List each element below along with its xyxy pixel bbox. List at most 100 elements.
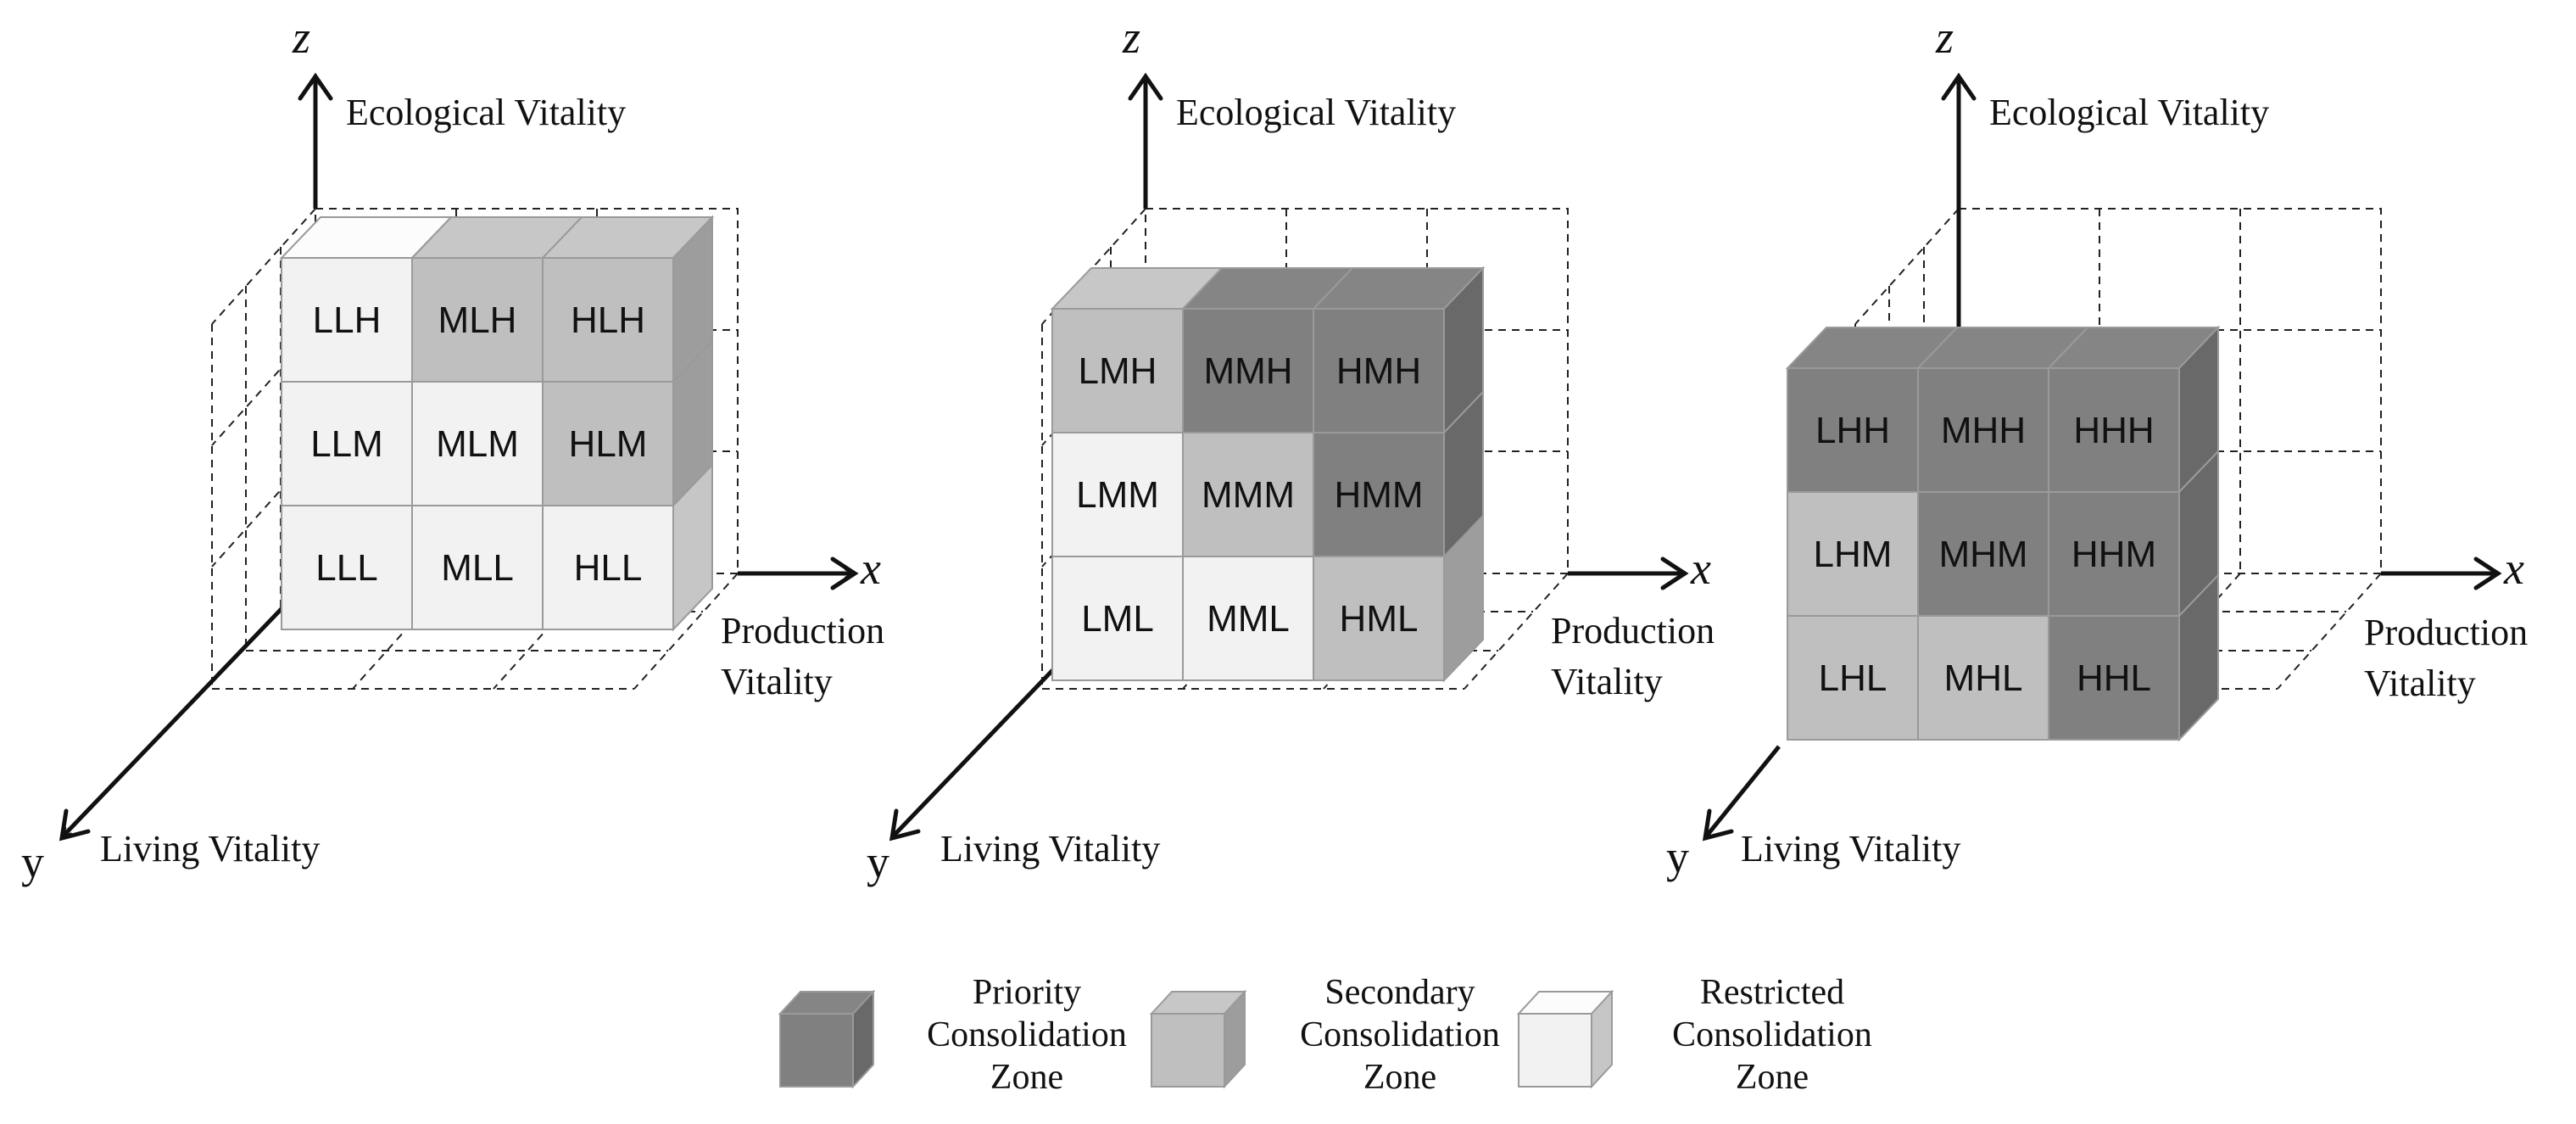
z-axis-letter: z (292, 12, 310, 63)
axes (1705, 78, 2495, 837)
cube-front-face (1051, 308, 1184, 433)
legend-swatch-priority (778, 989, 876, 1089)
cube-cell-label: MHL (1944, 657, 2023, 699)
z-axis-label: Ecological Vitality (346, 92, 626, 133)
x-axis-label-line1: Production (2364, 612, 2528, 653)
z-arrowhead (298, 72, 333, 101)
x-arrowhead (1660, 556, 1689, 590)
x-axis-label-line2: Vitality (721, 661, 833, 702)
cube-front-face (1182, 432, 1314, 557)
cube-front-face (1313, 432, 1445, 557)
x-axis-letter: x (2503, 543, 2524, 594)
legend-item-secondary: Secondary Consolidation Zone (1149, 973, 1500, 1097)
x-axis-label-line1: Production (1551, 610, 1715, 651)
cube-front-face (1787, 615, 1919, 741)
swatch-front-face (779, 1013, 854, 1088)
legend: Priority Consolidation Zone Secondary Co… (778, 973, 1872, 1097)
x-axis-letter: x (860, 543, 881, 594)
cube-cell-label: LHL (1819, 657, 1887, 699)
cube-cell-label: MLL (441, 547, 514, 589)
cube-cell-label: HLL (574, 547, 643, 589)
cube-front-face (542, 381, 674, 506)
x-axis-letter: x (1690, 543, 1711, 594)
cube-cell-label: HHL (2077, 657, 2151, 699)
legend-label-line2: Consolidation (1300, 1015, 1500, 1054)
cube-front-face (2048, 367, 2180, 493)
legend-label-line3: Zone (1363, 1058, 1436, 1097)
z-arrowhead (1128, 72, 1163, 101)
z-axis-label: Ecological Vitality (1176, 92, 1456, 133)
x-axis-label-line1: Production (721, 610, 884, 651)
y-axis (64, 572, 317, 836)
cube-front-face (1182, 556, 1314, 681)
z-arrowhead (1941, 72, 1977, 101)
cube-front-face (1051, 556, 1184, 681)
swatch-front-face (1151, 1013, 1225, 1088)
cube-cell-label: MHH (1941, 410, 2026, 451)
cube-front-face (1917, 491, 2049, 617)
cube-front-face (1787, 491, 1919, 617)
z-axis-letter: z (1122, 12, 1140, 63)
cube-front-face (411, 505, 544, 630)
y-axis-letter: y (867, 836, 889, 887)
x-arrowhead (2473, 556, 2502, 590)
cube-cell-label: HHM (2071, 534, 2156, 575)
y-arrowhead (889, 808, 921, 842)
y-axis-label: Living Vitality (940, 828, 1160, 870)
cube-front-face (2048, 615, 2180, 741)
cube-cell-label: MHM (1938, 534, 2027, 575)
cube-cell-label: HML (1340, 598, 1419, 640)
cube-front-face (1787, 367, 1919, 493)
cube-front-face (1917, 615, 2049, 741)
legend-label-line3: Zone (1736, 1058, 1809, 1097)
legend-item-priority: Priority Consolidation Zone (778, 973, 1127, 1097)
y-arrowhead (1702, 808, 1734, 842)
cube-front-face (281, 381, 413, 506)
cube-cell-label: HHH (2073, 410, 2154, 451)
legend-swatch-restricted (1516, 989, 1614, 1089)
x-arrowhead (830, 556, 859, 590)
cube-cell-label: LLM (310, 423, 383, 465)
cube-cell-label: MMH (1203, 350, 1292, 392)
cube-front-face (411, 257, 544, 383)
cube-front-face (542, 505, 674, 630)
cube-cell-label: LHM (1814, 534, 1893, 575)
cube-block-2: LMH MMH HMH LMM MMM HMM LML MML HML (1050, 266, 1486, 683)
cube-cell-label: HMM (1334, 474, 1423, 516)
legend-label-line2: Consolidation (927, 1015, 1127, 1054)
x-axis-label-line2: Vitality (2364, 663, 2476, 704)
legend-label-line1: Secondary (1324, 973, 1475, 1012)
x-axis-label-line2: Vitality (1551, 661, 1663, 702)
cube-cell-label: LLH (313, 299, 382, 341)
cube-front-face (1182, 308, 1314, 433)
cube-block-3: LHH MHH HHH LHM MHM HHM LHL MHL HHL (1785, 325, 2221, 742)
cube-front-face (1313, 556, 1445, 681)
cube-cell-label: LML (1081, 598, 1154, 640)
z-axis-letter: z (1935, 12, 1954, 63)
cube-front-face (411, 381, 544, 506)
panel-3: z Ecological Vitality x Production Vital… (1666, 12, 2528, 882)
cube-cell-label: MMM (1202, 474, 1295, 516)
cube-cell-label: MML (1207, 598, 1290, 640)
cube-cell-label: HMH (1336, 350, 1421, 392)
y-axis-letter: y (21, 836, 44, 887)
y-axis-letter: y (1666, 831, 1689, 882)
swatch-front-face (1518, 1013, 1592, 1088)
axes (64, 78, 852, 836)
panel-1: z Ecological Vitality x Production Vital… (21, 12, 884, 887)
y-arrowhead (59, 808, 91, 842)
cube-cell-label: LMM (1076, 474, 1159, 516)
cube-cell-label: LHH (1815, 410, 1890, 451)
y-axis-label: Living Vitality (100, 828, 320, 870)
cube-cell-label: MLH (438, 299, 517, 341)
cube-cell-label: HLM (569, 423, 648, 465)
legend-swatch-secondary (1149, 989, 1247, 1089)
y-axis (1705, 745, 1781, 837)
cube-cell-label: LMH (1079, 350, 1157, 392)
panel-2: z Ecological Vitality x Production Vital… (867, 12, 1715, 887)
cube-cell-label: HLH (571, 299, 645, 341)
z-axis-label: Ecological Vitality (1989, 92, 2269, 133)
legend-label-line1: Priority (973, 973, 1081, 1012)
